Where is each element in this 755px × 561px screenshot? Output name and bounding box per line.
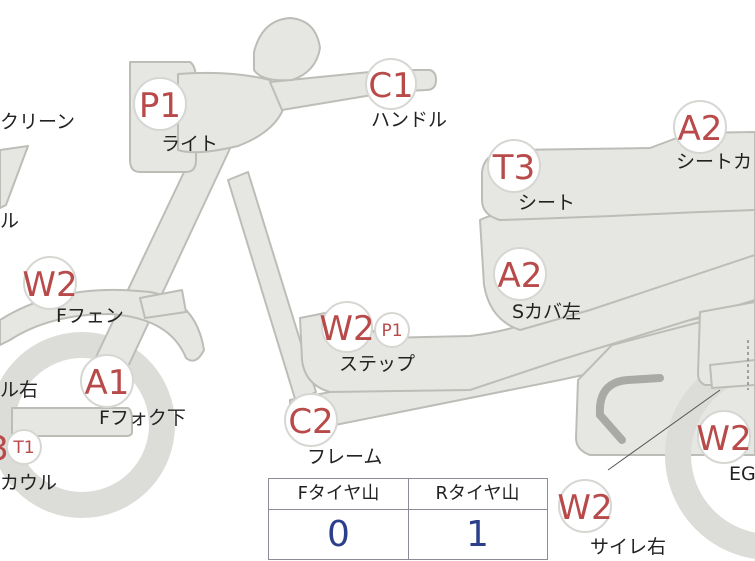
front-tire-column: Fタイヤ山 0 xyxy=(269,479,409,559)
grade-circle-engine xyxy=(697,410,751,464)
grade-handle: C1 xyxy=(368,66,413,106)
label-light: ライト xyxy=(161,133,218,155)
grade-step: W2 xyxy=(319,309,374,349)
label-mirror-right: ル右 xyxy=(0,379,38,401)
label-cowl: カウル xyxy=(0,472,57,494)
grade-light: P1 xyxy=(139,86,181,126)
rear-tire-header: Rタイヤ山 xyxy=(408,479,547,510)
label-front-fender: Fフェン xyxy=(56,305,124,327)
mirror-part xyxy=(253,17,321,82)
grade-circle-step-sub xyxy=(374,312,410,348)
label-handle: ハンドル xyxy=(371,109,447,131)
grade-circle-front-fender xyxy=(23,256,77,310)
frame-tube xyxy=(227,171,317,403)
grade-circle-step xyxy=(321,301,373,353)
label-panel-left: ル xyxy=(0,210,19,232)
leader-line xyxy=(607,389,721,471)
grade-circle-fork-lower xyxy=(80,354,134,408)
grade-circle-frame xyxy=(284,393,338,447)
label-seat: シート xyxy=(518,192,575,214)
label-muffler-right: サイレ右 xyxy=(590,536,666,558)
rear-tire-value: 1 xyxy=(466,514,489,555)
label-fork-lower: Fフォク下 xyxy=(99,407,186,429)
tire-tread-table: Fタイヤ山 0 Rタイヤ山 1 xyxy=(268,478,548,560)
motorcycle-silhouette xyxy=(0,17,755,559)
grade-front-fender: W2 xyxy=(22,265,77,305)
rear-tire-column: Rタイヤ山 1 xyxy=(408,479,547,559)
rear-wheel xyxy=(665,351,755,559)
grade-frame: C2 xyxy=(288,402,333,442)
engine-bracket xyxy=(709,359,755,389)
label-seat-cover: シートカ xyxy=(676,151,752,173)
grade-seat-cover: A2 xyxy=(678,109,723,149)
grade-circle-s-cover-left xyxy=(493,247,547,301)
front-wheel xyxy=(0,332,175,518)
left-panel-part xyxy=(0,145,29,209)
grade-fork-lower: A1 xyxy=(85,363,130,403)
subgrade-cowl: T1 xyxy=(12,438,34,458)
subgrade-step: P1 xyxy=(381,321,402,341)
fork-lower-part xyxy=(11,407,133,437)
grade-s-cover-left: A2 xyxy=(498,256,543,296)
fork-bracket-part xyxy=(139,289,187,319)
light-body-part xyxy=(177,71,287,154)
grade-cowl: 3 xyxy=(0,429,9,469)
front-tire-header: Fタイヤ山 xyxy=(269,479,408,510)
label-engine: EG xyxy=(729,463,755,485)
label-s-cover-left: Sカバ左 xyxy=(512,301,581,323)
grade-circle-handle xyxy=(365,58,417,110)
grade-muffler: W2 xyxy=(557,488,612,528)
grade-seat: T3 xyxy=(492,148,535,188)
grade-circle-muffler xyxy=(558,479,612,533)
label-screen: クリーン xyxy=(0,111,75,133)
label-step: ステップ xyxy=(339,353,415,375)
front-tire-value: 0 xyxy=(327,514,350,555)
grade-circles xyxy=(6,58,751,533)
grade-engine: W2 xyxy=(696,419,751,459)
grade-circle-seat-cover xyxy=(673,100,727,154)
grade-circle-light xyxy=(133,77,187,131)
muffler-loop xyxy=(595,374,664,444)
label-frame: フレーム xyxy=(307,446,382,468)
grade-circle-seat xyxy=(487,139,541,193)
grade-circle-cowl-sub xyxy=(6,429,42,465)
